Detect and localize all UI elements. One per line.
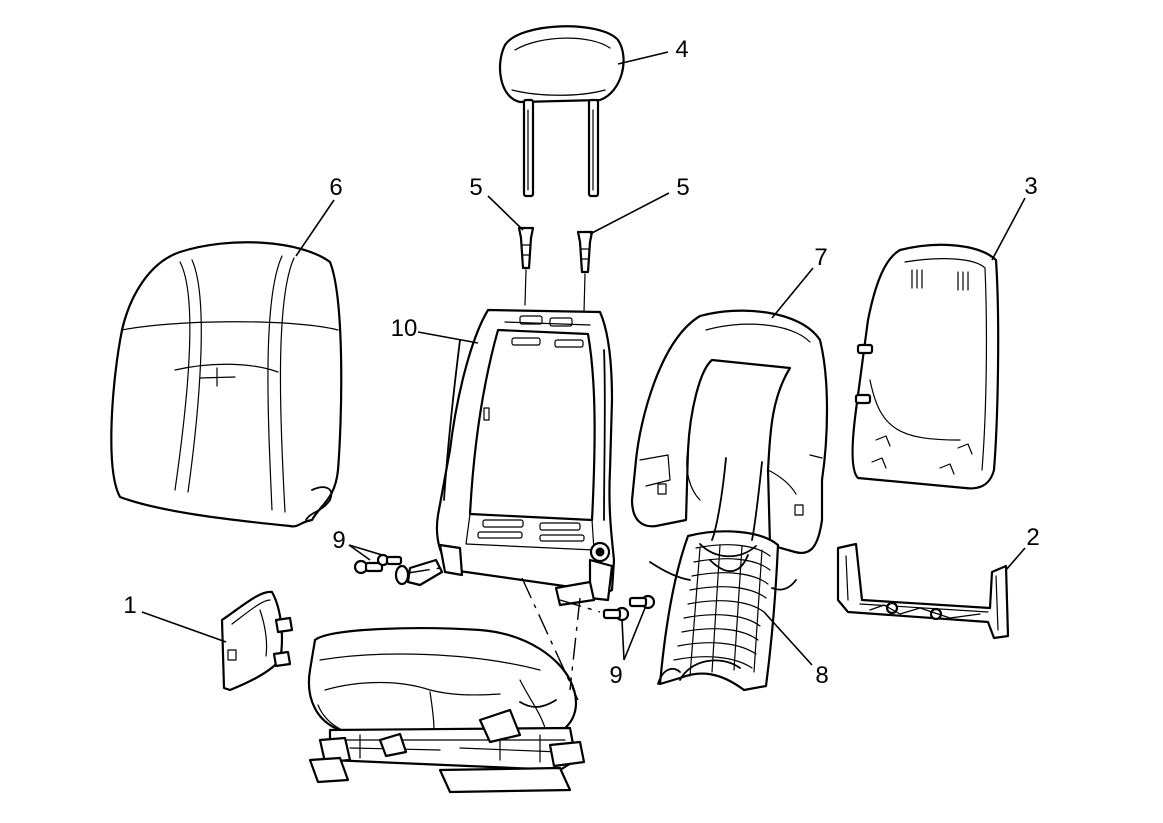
seat-back-rear-panel (851, 243, 1000, 490)
callout-10-seat-back-frame: 10 (390, 315, 418, 342)
callout-7-seat-back-pad: 7 (814, 244, 828, 271)
seat-cushion-assembly (307, 627, 586, 794)
headrest-guide-left (517, 226, 535, 270)
callout-9-bolts-left: 9 (332, 527, 346, 554)
cross-bracket (836, 542, 1010, 640)
callout-5-guide-left: 5 (469, 174, 483, 201)
callout-2-cross-bracket: 2 (1026, 524, 1040, 551)
callout-9-bolts-right: 9 (609, 662, 623, 689)
seat-back-cover (110, 241, 343, 528)
callout-8-suspension: 8 (815, 662, 829, 689)
callout-1-side-trim: 1 (123, 592, 137, 619)
bolts-right (559, 594, 656, 622)
callout-5-guide-right: 5 (676, 174, 690, 201)
callout-6-seat-back-cover: 6 (329, 174, 343, 201)
seat-back-frame (406, 308, 616, 607)
headrest-guide-right (576, 230, 594, 274)
leader-lines (141, 51, 1026, 666)
callout-4-headrest: 4 (675, 36, 689, 63)
callout-3-rear-panel: 3 (1024, 173, 1038, 200)
side-trim-panel (220, 590, 294, 692)
seat-back-pad (630, 309, 829, 555)
headrest (498, 25, 625, 198)
seat-back-suspension (649, 457, 797, 692)
bolts-left (353, 553, 441, 586)
